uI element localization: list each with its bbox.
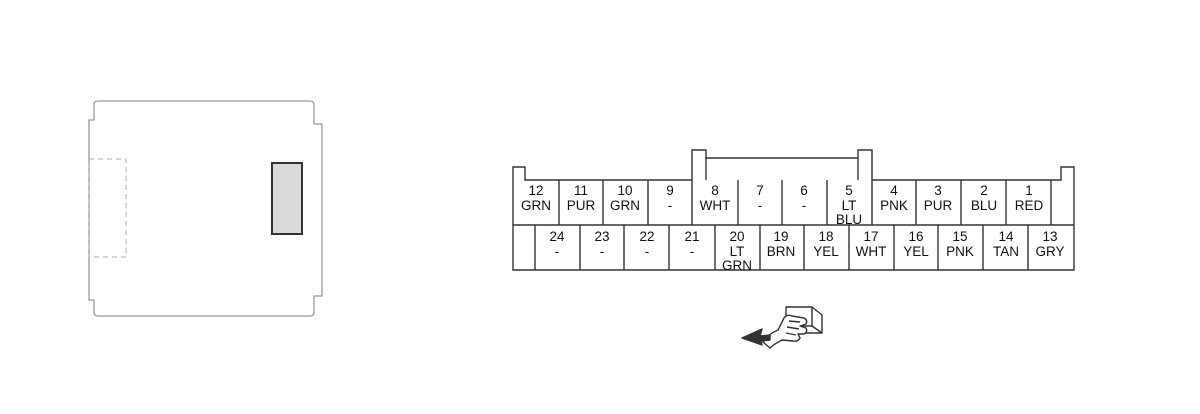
pin-number: 10 [617,183,632,198]
wire-color-label: - [802,198,807,213]
connector-body-view [88,100,323,317]
wire-color-label: PUR [924,198,953,213]
wire-color-label: GRN [610,198,640,213]
pin-number: 2 [980,183,988,198]
wire-color-label: LT [842,198,857,213]
pin-number: 3 [934,183,942,198]
pin-cell: 9- [666,183,674,213]
pin-number: 16 [908,229,923,244]
top-row-pins: 12GRN11PUR10GRN9-8WHT7-6-5LTBLU4PNK3PUR2… [521,183,1043,227]
top-row-dividers [558,180,1052,225]
dashed-recess [88,158,127,258]
wire-color-label: YEL [813,244,839,259]
wire-color-label: PNK [880,198,908,213]
pin-number: 21 [684,229,699,244]
wire-color-label: - [645,244,650,259]
pin-number: 5 [845,183,853,198]
pin-cell: 7- [756,183,764,213]
connector-body-outline [88,100,323,317]
pin-number: 23 [594,229,609,244]
wire-color-label: PNK [946,244,974,259]
wire-color-label: BLU [971,198,997,213]
pin-number: 17 [863,229,878,244]
pin-number: 4 [890,183,898,198]
wire-color-label: TAN [993,244,1019,259]
wire-color-label: GRN [521,198,551,213]
wire-color-label: LT [730,244,745,259]
pin-number: 9 [666,183,674,198]
pin-number: 13 [1042,229,1057,244]
pin-number: 1 [1025,183,1033,198]
pin-number: 12 [528,183,543,198]
connector-face: 12GRN11PUR10GRN9-8WHT7-6-5LTBLU4PNK3PUR2… [512,149,1075,273]
pin-number: 18 [818,229,833,244]
pin-cell: 24- [549,229,565,259]
pin-number: 11 [574,183,588,198]
pin-cell: 22- [639,229,654,259]
wire-color-label: GRN [722,258,752,273]
wire-color-label: PUR [567,198,596,213]
pin-number: 14 [998,229,1014,244]
wire-color-label: - [668,198,673,213]
wire-color-label: YEL [903,244,929,259]
wire-color-label: - [555,244,560,259]
wire-color-label: - [600,244,605,259]
bottom-row-dividers [534,225,1029,270]
wire-color-label: BLU [836,212,862,227]
wire-color-label: GRY [1035,244,1064,259]
pin-cell: 21- [684,229,699,259]
pin-number: 7 [756,183,764,198]
wire-color-label: RED [1015,198,1044,213]
wire-color-label: WHT [700,198,731,213]
wire-color-label: BRN [767,244,796,259]
pin-cell: 23- [594,229,609,259]
wire-color-label: - [758,198,763,213]
pin-number: 6 [800,183,808,198]
pin-number: 20 [729,229,744,244]
pin-number: 8 [711,183,719,198]
pin-number: 19 [773,229,788,244]
pin-number: 24 [549,229,565,244]
pin-cell: 6- [800,183,808,213]
locking-tab [271,162,303,235]
pin-number: 15 [952,229,967,244]
wire-color-label: - [690,244,695,259]
hand-insertion-icon [741,306,823,349]
wire-color-label: WHT [856,244,887,259]
bottom-row-pins: 24-23-22-21-20LTGRN19BRN18YEL17WHT16YEL1… [549,229,1064,273]
pin-number: 22 [639,229,654,244]
